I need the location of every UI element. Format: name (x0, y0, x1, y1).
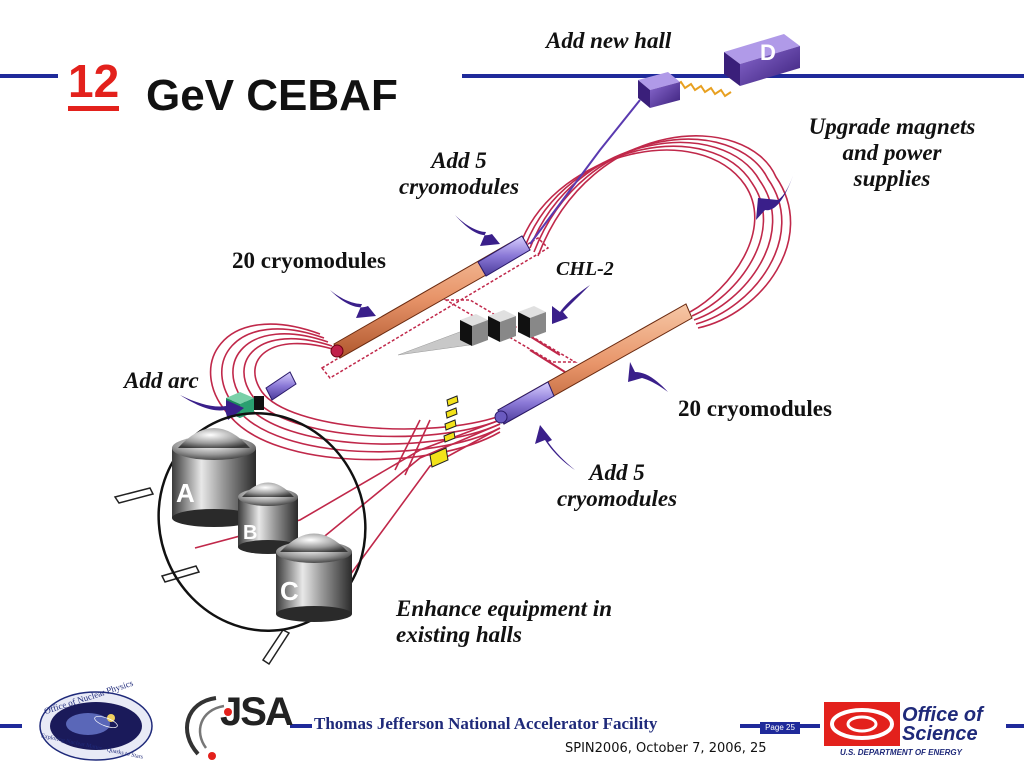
north-linac (330, 235, 531, 359)
title-number: 12 (68, 58, 120, 111)
chl2-label: CHL-2 (556, 258, 614, 280)
hall-a-building (172, 428, 256, 527)
hall-c-building (276, 533, 352, 622)
page-badge: Page 25 (760, 722, 800, 734)
upgrade-magnets-line-2: and power (842, 139, 942, 165)
page-title: GeV CEBAF (146, 71, 398, 120)
yellow-magnets (429, 395, 459, 468)
halls-ellipse (157, 412, 367, 632)
header-rule-left (0, 74, 58, 78)
office-of-science-line-1: Office of (902, 704, 983, 726)
linac-outline-boxes (320, 237, 578, 379)
add-5-bottom-line-1: Add 5 (589, 460, 645, 485)
upgrade-magnets-label: Upgrade magnets and power supplies (788, 114, 996, 191)
injector-module (265, 371, 297, 401)
add-5-cryomodules-bottom-label: Add 5 cryomodules (542, 460, 692, 512)
conference-line: SPIN2006, October 7, 2006, 25 (565, 741, 767, 756)
jsa-logo-swoosh (185, 696, 232, 760)
switchyard-lines (194, 419, 501, 576)
beam-dump-stubs (113, 487, 291, 666)
add-5-cryomodules-top-label: Add 5 cryomodules (386, 148, 532, 200)
tagger-box (638, 72, 680, 108)
upgrade-magnets-line-1: Upgrade magnets (808, 114, 976, 139)
hall-d-label: D (760, 40, 776, 65)
office-of-science-logo (824, 702, 900, 746)
enhance-equipment-label: Enhance equipment in existing halls (396, 596, 612, 648)
callout-arrows (180, 170, 795, 470)
hall-b-label: B (243, 522, 258, 544)
footer-rule-mid (290, 724, 312, 728)
hall-b-building (238, 482, 298, 554)
hall-d-photon-line (674, 80, 732, 98)
chl2-plant (397, 306, 546, 356)
cryomodules-20-right-label: 20 cryomodules (678, 396, 832, 421)
hall-c-label: C (280, 576, 299, 606)
add-arc-label: Add arc (124, 368, 199, 393)
hall-d-box (724, 34, 800, 86)
enhance-line-1: Enhance equipment in (396, 596, 612, 621)
add-5-bottom-line-2: cryomodules (556, 485, 678, 511)
add-5-top-line-2: cryomodules (398, 173, 520, 199)
upgrade-magnets-line-3: supplies (853, 165, 931, 191)
south-linac (494, 303, 693, 425)
nuclear-physics-logo (39, 691, 153, 761)
footer-rule-left (0, 724, 22, 728)
hall-d-beamline (529, 99, 641, 245)
arc-bundle-east (521, 135, 792, 329)
facility-name: Thomas Jefferson National Accelerator Fa… (314, 714, 658, 733)
hall-a-label: A (176, 478, 195, 508)
footer-rule-far-right (1006, 724, 1024, 728)
enhance-line-2: existing halls (396, 621, 522, 647)
doe-text: U.S. DEPARTMENT OF ENERGY (840, 748, 962, 757)
jsa-logo-text: JSA (220, 690, 294, 734)
office-of-science-line-2: Science (902, 723, 978, 745)
add-new-hall-label: Add new hall (546, 28, 672, 53)
cryomodules-20-left-label: 20 cryomodules (232, 248, 386, 273)
add-5-top-line-1: Add 5 (431, 148, 487, 173)
